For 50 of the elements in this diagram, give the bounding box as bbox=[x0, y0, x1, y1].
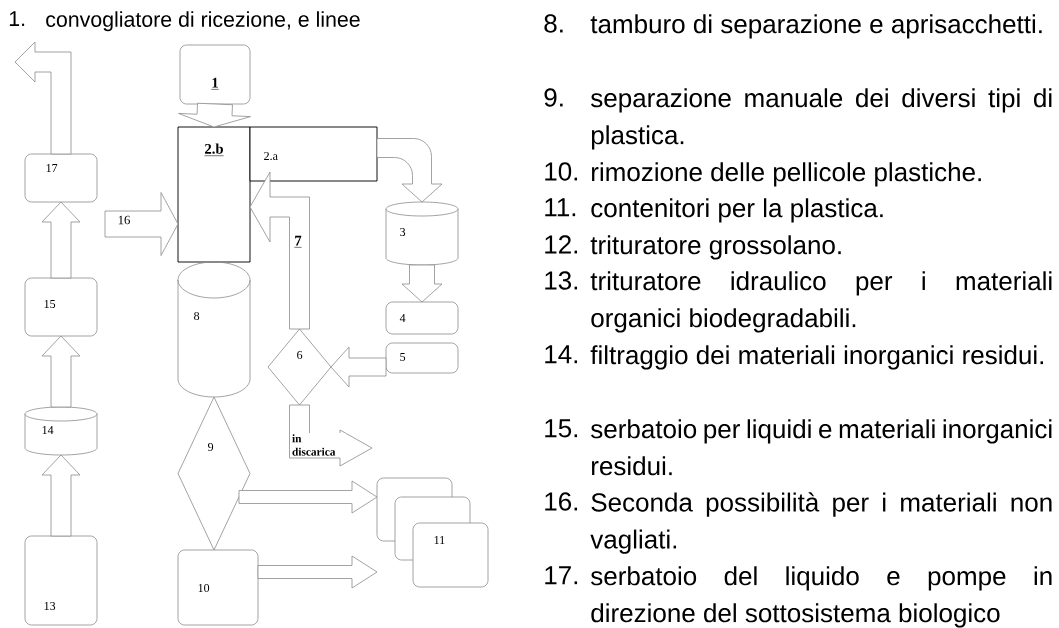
process-box: 2.a bbox=[249, 126, 378, 182]
list-number: 16. bbox=[545, 492, 578, 511]
list-number: 17. bbox=[545, 566, 578, 585]
list-item: rimozione delle pellicole plastiche. bbox=[592, 162, 981, 187]
list-item: convogliatore di ricezione, e linee bbox=[46, 11, 360, 32]
process-box: 15 bbox=[24, 277, 98, 337]
list-number: 12. bbox=[545, 235, 578, 254]
list-number: 13. bbox=[545, 271, 578, 290]
list-item: tamburo di separazione e aprisacchetti. bbox=[590, 14, 1042, 39]
list-number: 15. bbox=[545, 419, 578, 438]
tank-cylinder: 3 bbox=[385, 201, 459, 266]
block-arrow bbox=[238, 480, 378, 514]
process-box: 10 bbox=[177, 549, 259, 626]
container-stack: 11 bbox=[376, 477, 489, 588]
list-item: separazione manuale dei diversi tipi di plastica. bbox=[591, 88, 1052, 150]
tank-cylinder: 14 bbox=[24, 406, 98, 456]
block-arrow bbox=[41, 454, 81, 537]
block-arrow bbox=[104, 192, 179, 256]
process-box: 5 bbox=[385, 342, 459, 374]
block-arrow bbox=[376, 138, 443, 203]
block-arrow bbox=[178, 102, 251, 128]
process-box: 2.b bbox=[177, 126, 251, 263]
list-number: 1. bbox=[9, 11, 25, 26]
list-item: contenitori per la plastica. bbox=[591, 198, 883, 223]
list-item: filtraggio dei materiali inorganici residui. bbox=[590, 345, 1043, 370]
process-box: 4 bbox=[385, 301, 459, 335]
block-arrow bbox=[41, 335, 81, 408]
drum-cylinder: 8 bbox=[177, 261, 251, 398]
list-number: 11. bbox=[545, 198, 576, 217]
edge-label: 7 bbox=[293, 234, 303, 250]
block-arrow bbox=[41, 201, 81, 279]
list-number: 8. bbox=[544, 14, 563, 33]
process-box: 17 bbox=[24, 153, 98, 203]
block-arrow bbox=[330, 346, 387, 388]
list-item: trituratore grossolano. bbox=[590, 235, 841, 260]
list-number: 9. bbox=[544, 88, 563, 107]
list-item: serbatoio del liquido e pompe in direzione del sottosistema biologico bbox=[591, 566, 1052, 628]
process-box: 1 bbox=[179, 44, 251, 105]
edge-label: in discarica bbox=[290, 433, 346, 457]
process-box: 13 bbox=[24, 535, 98, 626]
edge-label: 16 bbox=[116, 214, 132, 226]
list-item: serbatoio per liquidi e materiali inorganici residui. bbox=[591, 419, 1052, 476]
block-arrow bbox=[249, 171, 310, 330]
block-arrow bbox=[14, 41, 72, 155]
list-item: trituratore idraulico per i materiali organici biodegradabili. bbox=[590, 271, 1052, 333]
block-arrow bbox=[401, 264, 443, 303]
list-number: 14. bbox=[545, 345, 578, 364]
list-number: 10. bbox=[545, 162, 578, 181]
list-item: Seconda possibilità per i materiali non vagliati. bbox=[590, 492, 1052, 554]
block-arrow bbox=[257, 555, 378, 589]
